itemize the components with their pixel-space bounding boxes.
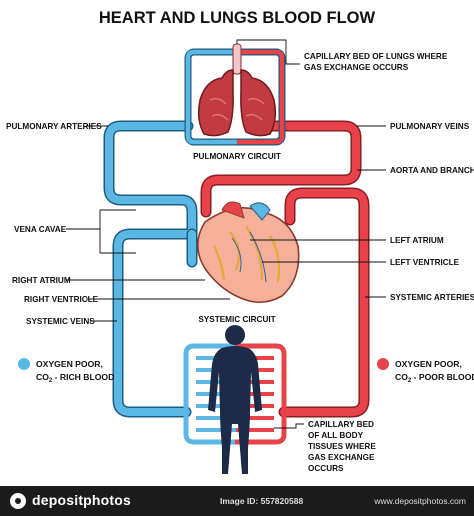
label-left-ventricle: LEFT VENTRICLE — [390, 258, 460, 267]
blue-vessel — [103, 120, 198, 418]
leader-capillary-lungs — [236, 39, 300, 65]
legend-red-dot-icon — [377, 358, 389, 370]
label-capillary-body-line5: OCCURS — [308, 464, 344, 473]
label-capillary-lungs-line2: GAS EXCHANGE OCCURS — [304, 63, 409, 72]
watermark-footer: depositphotos Image ID: 557820588 www.de… — [0, 486, 474, 516]
label-aorta: AORTA AND BRANCHES — [390, 166, 474, 175]
red-vessel-systemic-outline — [278, 187, 370, 418]
heart-icon — [196, 201, 300, 304]
label-left-atrium: LEFT ATRIUM — [390, 236, 444, 245]
leader-vena-cavae — [66, 209, 136, 254]
legend-red-line1: OXYGEN POOR, — [395, 359, 462, 369]
label-capillary-body-line2: OF ALL BODY — [308, 431, 364, 440]
body-capillary-bed — [183, 325, 287, 474]
legend-red-line2: CO2 - POOR BLOOD — [395, 372, 474, 384]
leader-lines — [66, 39, 386, 429]
label-vena-cavae: VENA CAVAE — [14, 225, 67, 234]
label-pulmonary-circuit: PULMONARY CIRCUIT — [193, 152, 281, 161]
human-body-icon — [208, 325, 262, 474]
red-vessel-pulmonary-fill — [202, 122, 360, 216]
red-vessel-systemic-fill — [280, 189, 368, 416]
label-capillary-lungs-line1: CAPILLARY BED OF LUNGS WHERE — [304, 52, 448, 61]
trachea-icon — [232, 43, 242, 75]
footer-image-id: Image ID: 557820588 — [220, 496, 304, 506]
legend-blue-dot-icon — [18, 358, 30, 370]
blue-vessel-fill — [105, 122, 196, 416]
label-right-ventricle: RIGHT VENTRICLE — [24, 295, 99, 304]
footer-site: www.depositphotos.com — [374, 496, 466, 506]
labels: CAPILLARY BED OF LUNGS WHERE GAS EXCHANG… — [6, 52, 474, 473]
left-lung-icon — [197, 69, 234, 137]
footer-brand: depositphotos — [32, 492, 132, 508]
label-capillary-body-line1: CAPILLARY BED — [308, 420, 374, 429]
legend-blood-types: OXYGEN POOR, CO2 - RICH BLOOD OXYGEN POO… — [18, 358, 474, 384]
label-capillary-body-line3: TISSUES WHERE — [308, 442, 376, 451]
label-systemic-arteries: SYSTEMIC ARTERIES — [390, 293, 474, 302]
lung-capillary-bed — [184, 43, 286, 146]
leader-capillary-body — [274, 423, 304, 429]
legend-blue-line2: CO2 - RICH BLOOD — [36, 372, 114, 384]
label-pulmonary-veins: PULMONARY VEINS — [390, 122, 470, 131]
label-right-atrium: RIGHT ATRIUM — [12, 276, 71, 285]
label-capillary-body-line4: GAS EXCHANGE — [308, 453, 375, 462]
label-pulmonary-arteries: PULMONARY ARTERIES — [6, 122, 102, 131]
right-lung-icon — [240, 69, 277, 137]
red-vessel — [200, 120, 370, 418]
label-systemic-circuit: SYSTEMIC CIRCUIT — [198, 315, 275, 324]
label-systemic-veins: SYSTEMIC VEINS — [26, 317, 95, 326]
depositphotos-logo-icon — [10, 493, 26, 509]
diagram-title: HEART AND LUNGS BLOOD FLOW — [99, 9, 376, 27]
legend-blue-line1: OXYGEN POOR, — [36, 359, 103, 369]
